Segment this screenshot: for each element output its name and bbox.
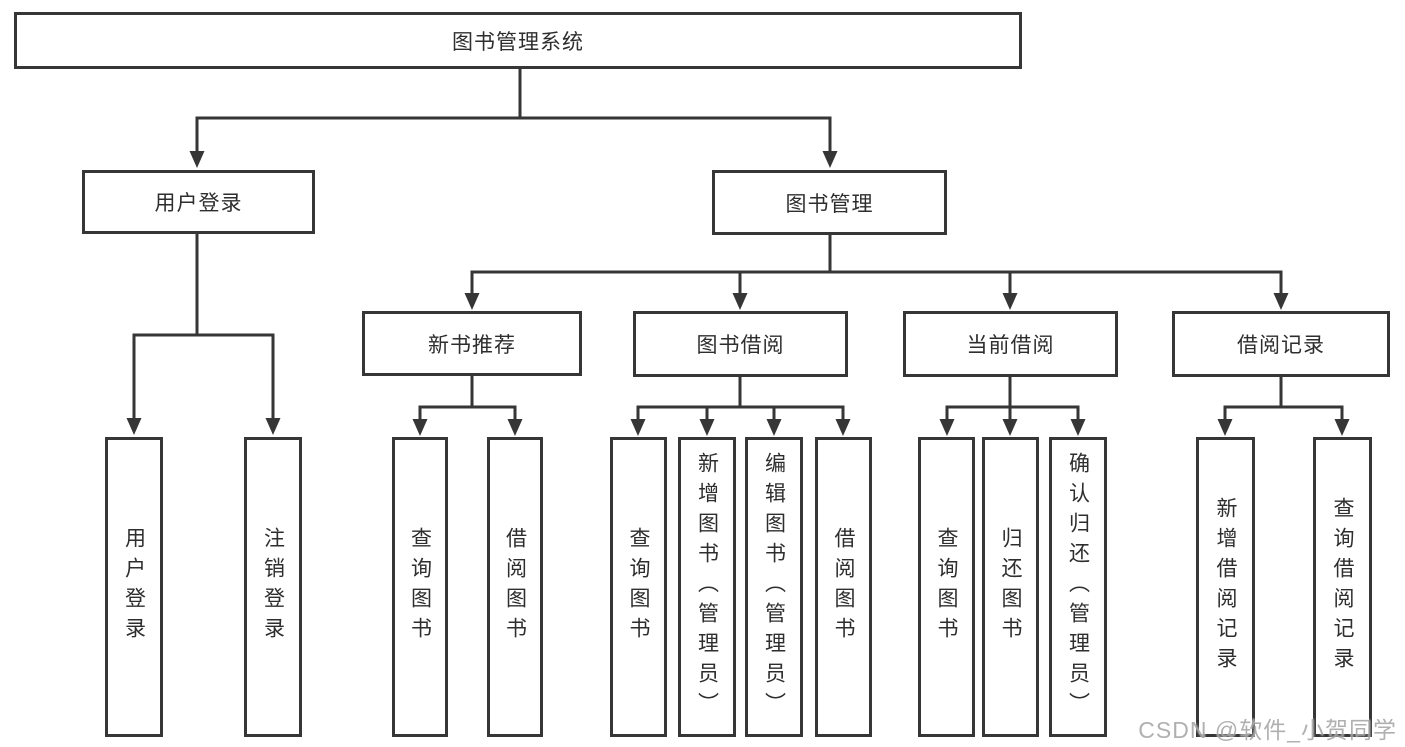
leaf-query-borrow-record: 查询借阅记录 — [1313, 437, 1372, 737]
node-borrowing-records: 借阅记录 — [1172, 311, 1390, 377]
node-library-management-system: 图书管理系统 — [14, 12, 1022, 69]
leaf-query-books-3: 查询图书 — [918, 437, 975, 737]
leaf-borrow-books: 借阅图书 — [487, 437, 543, 737]
leaf-user-login: 用户登录 — [105, 437, 163, 737]
edge-book-borrowing-to-leaves — [630, 375, 851, 436]
leaf-add-books-admin: 新增图书（管理员） — [678, 437, 736, 737]
leaf-borrow-books-2: 借阅图书 — [815, 437, 872, 737]
csdn-watermark: CSDN @软件_小贺同学 — [1138, 717, 1397, 743]
edge-new-book-recommendation-to-leaves — [412, 374, 523, 436]
edge-root-to-level2 — [189, 67, 838, 168]
leaf-return-books: 归还图书 — [982, 437, 1039, 737]
leaf-query-books-2: 查询图书 — [610, 437, 667, 737]
edge-current-borrowing-to-leaves — [939, 375, 1086, 436]
leaf-query-books: 查询图书 — [392, 437, 448, 737]
node-new-book-recommendation: 新书推荐 — [362, 311, 582, 376]
leaf-add-borrow-record: 新增借阅记录 — [1196, 437, 1255, 737]
node-user-login: 用户登录 — [82, 170, 315, 234]
edge-borrowing-records-to-leaves — [1217, 375, 1350, 436]
edge-book-management-to-level3 — [464, 233, 1289, 310]
leaf-edit-books-admin: 编辑图书（管理员） — [745, 437, 803, 737]
edge-user-login-to-leaves — [126, 231, 281, 435]
node-book-management: 图书管理 — [712, 170, 947, 235]
leaf-logout: 注销登录 — [244, 437, 302, 737]
node-current-borrowing: 当前借阅 — [903, 311, 1118, 377]
leaf-confirm-return-admin: 确认归还（管理员） — [1049, 437, 1107, 737]
node-book-borrowing: 图书借阅 — [633, 311, 848, 377]
